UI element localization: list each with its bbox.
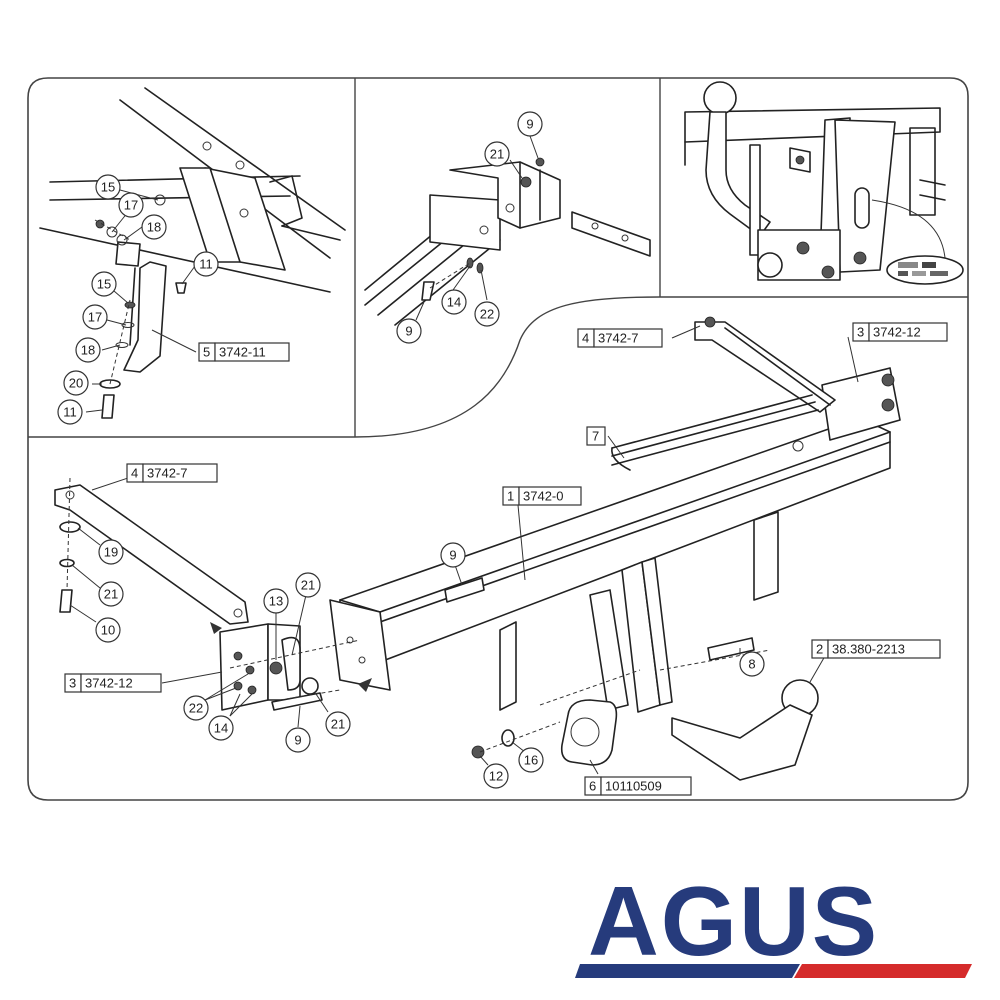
callout-p1-11b: 11 — [57, 399, 83, 425]
callout-p2-9a: 9 — [517, 111, 543, 137]
svg-text:12: 12 — [489, 769, 503, 784]
svg-text:4: 4 — [582, 331, 589, 346]
svg-text:18: 18 — [147, 220, 161, 235]
svg-text:13: 13 — [269, 594, 283, 609]
svg-text:1: 1 — [507, 489, 514, 504]
brand-logo-text: AGUS — [588, 866, 879, 976]
svg-text:3742-11: 3742-11 — [219, 345, 266, 360]
callout-m-10: 10 — [95, 617, 121, 643]
svg-text:14: 14 — [214, 721, 228, 736]
detail-panel-vehicle-view — [684, 81, 964, 285]
svg-text:20: 20 — [69, 376, 83, 391]
svg-text:3742-12: 3742-12 — [873, 325, 921, 340]
svg-text:15: 15 — [101, 180, 115, 195]
svg-text:3742-12: 3742-12 — [85, 676, 133, 691]
brand-logo-underline-red — [794, 964, 972, 978]
callout-p2-14: 14 — [441, 289, 467, 315]
svg-text:19: 19 — [104, 545, 118, 560]
callout-m-14: 14 — [208, 715, 234, 741]
part-tag-3742-7-top: 4 3742-7 — [577, 328, 663, 348]
detail-panel-side-bracket — [364, 157, 651, 326]
svg-text:15: 15 — [97, 277, 111, 292]
svg-text:38.380-2213: 38.380-2213 — [832, 642, 905, 657]
svg-text:2: 2 — [816, 642, 823, 657]
callout-m-16: 16 — [518, 747, 544, 773]
svg-text:7: 7 — [592, 429, 599, 444]
brand-logo-underline-blue — [575, 964, 800, 978]
detail-panel-bracket — [39, 87, 346, 419]
svg-text:9: 9 — [449, 548, 456, 563]
part-tag-3742-0: 1 3742-0 — [502, 486, 582, 506]
callout-m-8: 8 — [739, 651, 765, 677]
svg-text:10: 10 — [101, 623, 115, 638]
callout-m-21b: 21 — [295, 572, 321, 598]
svg-text:21: 21 — [331, 717, 345, 732]
svg-text:14: 14 — [447, 295, 461, 310]
callout-p1-17a: 17 — [118, 192, 144, 218]
svg-text:21: 21 — [104, 587, 118, 602]
svg-text:11: 11 — [63, 405, 77, 420]
callout-p2-22: 22 — [474, 301, 500, 327]
callout-p1-17b: 17 — [82, 304, 108, 330]
callout-p1-18a: 18 — [141, 214, 167, 240]
brand-logo: AGUS — [575, 866, 972, 978]
svg-text:3: 3 — [69, 676, 76, 691]
svg-text:11: 11 — [199, 257, 213, 272]
callout-m-22: 22 — [183, 695, 209, 721]
svg-text:9: 9 — [294, 733, 301, 748]
part-tags: 5 3742-11 4 3742-7 3 3742-12 7 4 3742-7 — [64, 322, 948, 796]
svg-text:4: 4 — [131, 466, 138, 481]
svg-text:10110509: 10110509 — [605, 779, 662, 794]
svg-text:16: 16 — [524, 753, 538, 768]
svg-text:3: 3 — [857, 325, 864, 340]
part-tag-3742-7-left: 4 3742-7 — [126, 463, 218, 483]
svg-text:21: 21 — [301, 578, 315, 593]
callout-m-9a: 9 — [440, 542, 466, 568]
svg-text:18: 18 — [81, 343, 95, 358]
callout-p1-15b: 15 — [91, 271, 117, 297]
callout-m-21a: 21 — [98, 581, 124, 607]
svg-text:6: 6 — [589, 779, 596, 794]
callout-m-21c: 21 — [325, 711, 351, 737]
part-tag-3742-12-right: 3 3742-12 — [852, 322, 948, 342]
svg-text:8: 8 — [748, 657, 755, 672]
svg-text:22: 22 — [480, 307, 494, 322]
part-tag-10110509: 6 10110509 — [584, 776, 692, 796]
svg-text:5: 5 — [203, 345, 210, 360]
callout-m-9b: 9 — [285, 727, 311, 753]
callouts: 15 17 18 11 15 17 18 20 11 9 21 14 9 22 … — [57, 111, 765, 789]
callout-p1-11a: 11 — [193, 251, 219, 277]
svg-text:3742-7: 3742-7 — [598, 331, 638, 346]
part-tag-7: 7 — [586, 426, 606, 446]
svg-text:22: 22 — [189, 701, 203, 716]
callout-p2-9b: 9 — [396, 318, 422, 344]
part-tag-3742-12-left: 3 3742-12 — [64, 673, 162, 693]
svg-text:9: 9 — [526, 117, 533, 132]
callout-m-12: 12 — [483, 763, 509, 789]
callout-p2-21: 21 — [484, 141, 510, 167]
part-tag-3742-11: 5 3742-11 — [198, 342, 290, 362]
part-tag-38-380-2213: 2 38.380-2213 — [811, 639, 941, 659]
svg-text:3742-7: 3742-7 — [147, 466, 187, 481]
callout-p1-18b: 18 — [75, 337, 101, 363]
callout-p1-15a: 15 — [95, 174, 121, 200]
svg-text:3742-0: 3742-0 — [523, 489, 563, 504]
svg-text:17: 17 — [124, 198, 138, 213]
callout-p1-20: 20 — [63, 370, 89, 396]
main-assembly — [54, 316, 901, 781]
svg-text:17: 17 — [88, 310, 102, 325]
callout-m-13: 13 — [263, 588, 289, 614]
svg-text:9: 9 — [405, 324, 412, 339]
svg-text:21: 21 — [490, 147, 504, 162]
callout-m-19: 19 — [98, 539, 124, 565]
